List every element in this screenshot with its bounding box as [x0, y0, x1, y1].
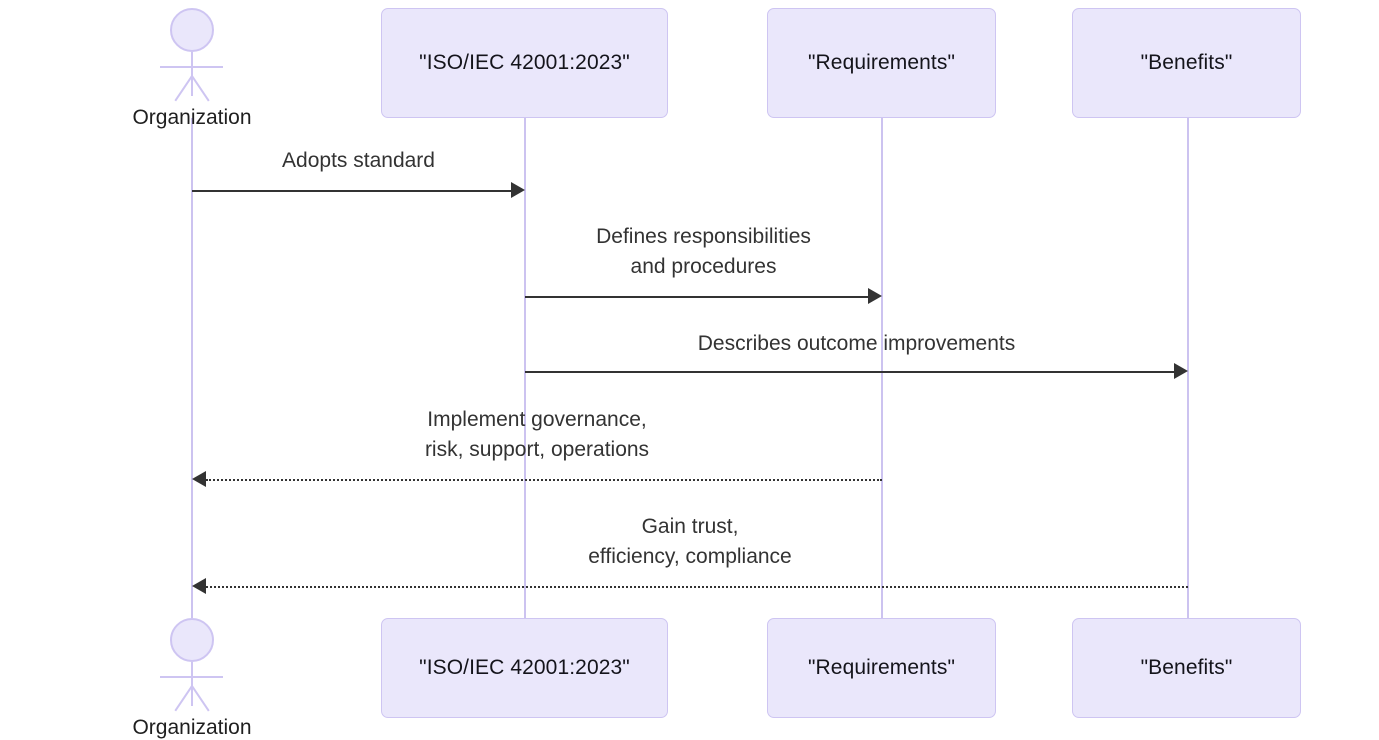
participant-label-requirements: "Requirements" [807, 51, 956, 75]
actor-label-organization-top: Organization [132, 106, 252, 129]
message-line-3 [525, 371, 1174, 373]
message-label-3: Describes outcome improvements [697, 332, 1016, 355]
message-label-5: Gain trust, efficiency, compliance [588, 515, 792, 568]
message-line-2 [525, 296, 868, 298]
lifeline-requirements [881, 118, 883, 618]
participant-box-benefits-bottom[interactable]: "Benefits" [1072, 618, 1301, 718]
participant-box-requirements-top[interactable]: "Requirements" [767, 8, 996, 118]
message-label-1: Adopts standard [282, 149, 435, 172]
actor-leg-right-icon [191, 75, 210, 102]
message-arrowhead-3 [1174, 363, 1188, 379]
actor-organization-bottom[interactable]: Organization [0, 612, 1379, 739]
lifeline-standard [524, 118, 526, 618]
actor-body-icon [190, 662, 194, 706]
message-arrowhead-2 [868, 288, 882, 304]
participant-box-requirements-bottom[interactable]: "Requirements" [767, 618, 996, 718]
message-arrowhead-5 [192, 578, 206, 594]
participant-label-standard: "ISO/IEC 42001:2023" [419, 51, 630, 75]
actor-organization-top[interactable]: Organization [0, 0, 1379, 129]
message-arrowhead-1 [511, 182, 525, 198]
actor-arms-icon [160, 676, 223, 679]
actor-leg-right-icon [191, 685, 210, 712]
participant-label-benefits: "Benefits" [1140, 656, 1233, 680]
lifeline-benefits [1187, 118, 1189, 618]
participant-label-benefits: "Benefits" [1140, 51, 1233, 75]
actor-head-icon [170, 618, 214, 662]
message-line-4 [206, 479, 882, 481]
message-label-2: Defines responsibilities and procedures [596, 225, 811, 278]
participant-label-requirements: "Requirements" [807, 656, 956, 680]
actor-label-organization-bottom: Organization [132, 716, 252, 739]
message-line-1 [192, 190, 511, 192]
message-line-5 [206, 586, 1188, 588]
message-label-4: Implement governance, risk, support, ope… [424, 408, 650, 461]
participant-box-benefits-top[interactable]: "Benefits" [1072, 8, 1301, 118]
message-arrowhead-4 [192, 471, 206, 487]
actor-head-icon [170, 8, 214, 52]
actor-arms-icon [160, 66, 223, 69]
actor-body-icon [190, 52, 194, 96]
lifeline-organization [191, 118, 193, 618]
participant-box-standard-bottom[interactable]: "ISO/IEC 42001:2023" [381, 618, 668, 718]
participant-label-standard: "ISO/IEC 42001:2023" [419, 656, 630, 680]
participant-box-standard-top[interactable]: "ISO/IEC 42001:2023" [381, 8, 668, 118]
